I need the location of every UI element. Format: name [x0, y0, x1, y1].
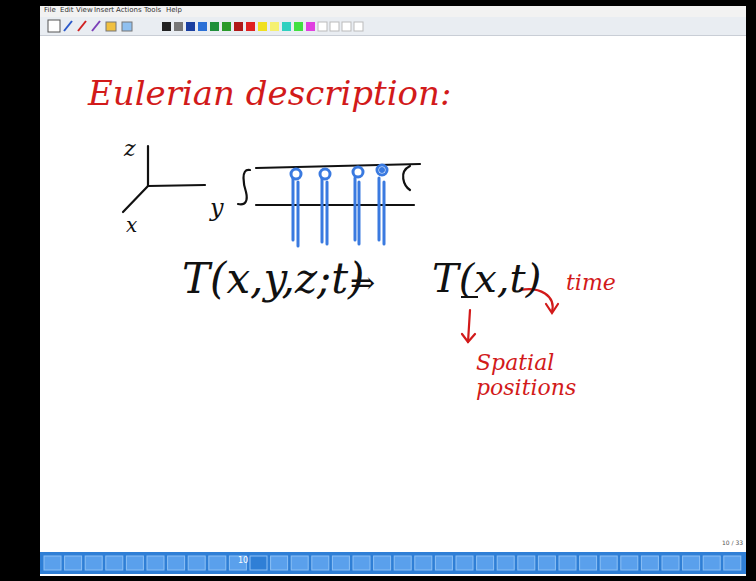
page-segment — [374, 556, 391, 570]
implies-symbol: ⇒ — [350, 268, 375, 298]
page-segment — [703, 556, 720, 570]
page-segment — [147, 556, 164, 570]
page-segment — [271, 556, 288, 570]
page-segment — [85, 556, 102, 570]
page-number: 10 — [238, 557, 248, 565]
page-segment — [188, 556, 205, 570]
menu-item: Help — [166, 7, 182, 14]
axis-label: z — [124, 138, 136, 160]
menu-item: Edit — [60, 7, 74, 14]
menu-item: Actions — [116, 7, 142, 14]
page-segment — [580, 556, 597, 570]
page-segment — [291, 556, 308, 570]
page-segment — [559, 556, 576, 570]
page-bar — [40, 552, 746, 574]
page-segment — [65, 556, 82, 570]
page-segment — [415, 556, 432, 570]
page-segment — [106, 556, 123, 570]
page-segment — [518, 556, 535, 570]
page-segment — [641, 556, 658, 570]
pipe — [238, 164, 420, 205]
axis-label: x — [126, 215, 137, 235]
page-bar-segments — [44, 556, 741, 570]
page-segment — [353, 556, 370, 570]
page-segment — [456, 556, 473, 570]
page-segment — [683, 556, 700, 570]
menu-item: Insert — [94, 7, 114, 14]
thermometers — [291, 165, 387, 246]
page-segment — [600, 556, 617, 570]
page-segment — [621, 556, 638, 570]
page-segment — [394, 556, 411, 570]
page-segment — [724, 556, 741, 570]
tool-bar — [40, 17, 746, 36]
annotation: time — [566, 272, 616, 294]
slide-heading: Eulerian description: — [88, 76, 451, 110]
page-counter: 10 / 33 — [722, 540, 743, 546]
menu-item: File — [44, 7, 56, 14]
page-segment — [126, 556, 143, 570]
annotation: Spatial positions — [476, 350, 576, 401]
page-segment — [662, 556, 679, 570]
page-segment — [209, 556, 226, 570]
toolbar-icons — [48, 20, 363, 32]
axis-label: y — [210, 196, 224, 220]
field-expression: T(x,t) — [432, 258, 541, 298]
page-segment — [44, 556, 61, 570]
page-segment — [332, 556, 349, 570]
menu-item: View — [76, 7, 93, 14]
page-segment — [250, 556, 267, 570]
field-expression: T(x,y,z;t) — [182, 258, 364, 300]
page-segment — [435, 556, 452, 570]
annotation-arrows — [330, 110, 558, 342]
page-segment — [538, 556, 555, 570]
page-segment — [168, 556, 185, 570]
page-segment — [497, 556, 514, 570]
menu-item: Tools — [144, 7, 161, 14]
page-segment — [477, 556, 494, 570]
page-segment — [312, 556, 329, 570]
